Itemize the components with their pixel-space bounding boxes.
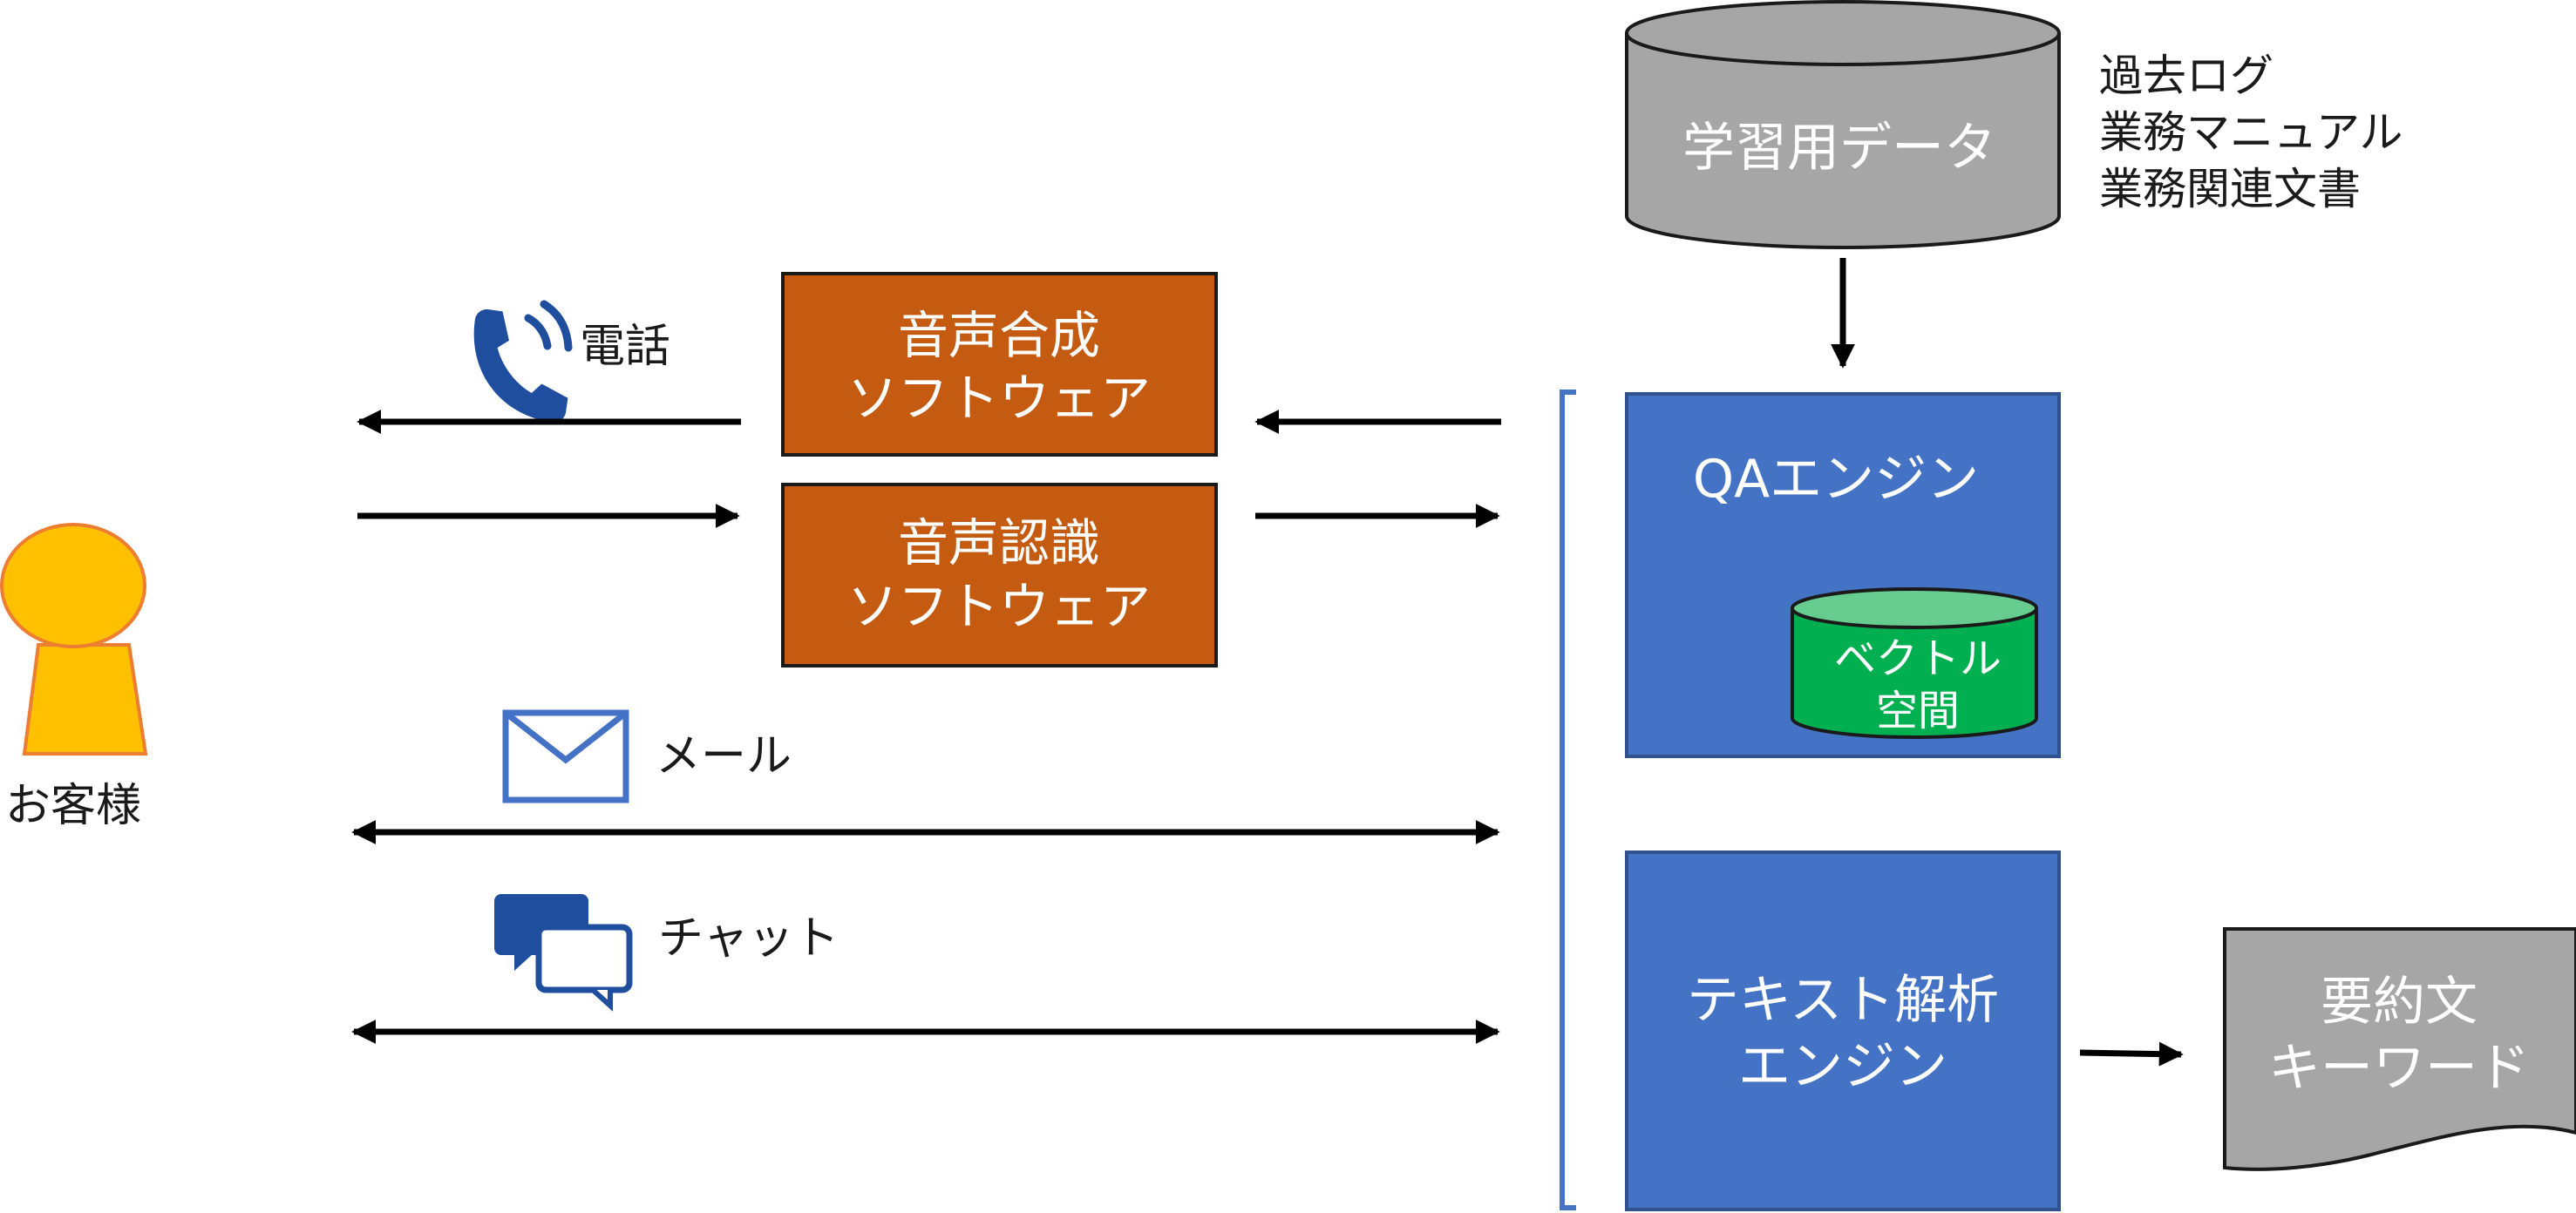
customer-torso bbox=[22, 643, 148, 756]
phone-icon bbox=[473, 300, 573, 423]
engine-group-bracket bbox=[1560, 390, 1576, 1210]
training-source-1: 過去ログ bbox=[2099, 51, 2274, 101]
customer-head bbox=[0, 523, 146, 648]
mail-label: メール bbox=[656, 730, 792, 783]
vector-db-label-line1: ベクトル bbox=[1834, 634, 2002, 683]
customer-figure bbox=[0, 523, 148, 756]
asr-box: 音声認識 ソフトウェア bbox=[781, 483, 1218, 667]
summary-document: 要約文 キーワード bbox=[2223, 927, 2576, 1171]
customer-label: お客様 bbox=[5, 780, 141, 832]
asr-label-line2: ソフトウェア bbox=[847, 577, 1151, 636]
text-engine-label-line2: エンジン bbox=[1738, 1036, 1947, 1097]
phone-label: 電話 bbox=[580, 321, 670, 373]
chat-label: チャット bbox=[658, 912, 839, 965]
training-source-3: 業務関連文書 bbox=[2099, 164, 2361, 214]
text-engine-label-line1: テキスト解析 bbox=[1687, 970, 1999, 1031]
training-source-2: 業務マニュアル bbox=[2099, 107, 2403, 158]
training-data-label: 学習用データ bbox=[1682, 118, 1996, 179]
output-label-line2: キーワード bbox=[2268, 1038, 2530, 1099]
envelope-icon bbox=[502, 709, 629, 803]
qa-engine-label: QAエンジン bbox=[1693, 449, 1979, 510]
tts-box: 音声合成 ソフトウェア bbox=[781, 272, 1218, 457]
vector-space-database: ベクトル 空間 bbox=[1791, 587, 2038, 739]
tts-label-line2: ソフトウェア bbox=[847, 369, 1151, 428]
asr-label-line1: 音声認識 bbox=[898, 513, 1100, 573]
output-label-line1: 要約文 bbox=[2321, 972, 2477, 1033]
vector-db-label-line2: 空間 bbox=[1876, 687, 1960, 735]
text-analysis-engine-box: テキスト解析 エンジン bbox=[1625, 850, 2061, 1211]
chat-bubbles-icon bbox=[494, 894, 633, 1012]
tts-label-line1: 音声合成 bbox=[898, 306, 1100, 365]
arrow-engine-to-output bbox=[2079, 1041, 2184, 1067]
training-data-database: 学習用データ bbox=[1625, 0, 2061, 249]
